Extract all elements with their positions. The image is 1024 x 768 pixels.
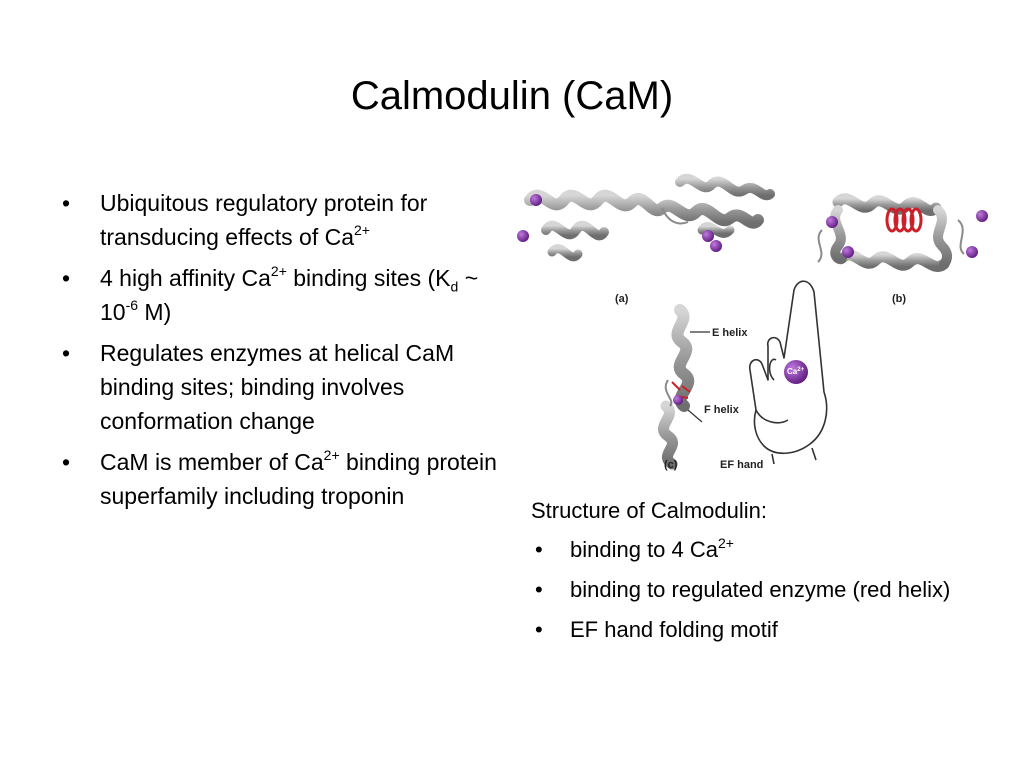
bullet-item: CaM is member of Ca2+ binding protein su… (62, 445, 507, 513)
bullet-item: Regulates enzymes at helical CaM binding… (62, 336, 507, 438)
caption-bullet-list: binding to 4 Ca2+ binding to regulated e… (531, 534, 971, 654)
bullet-item: 4 high affinity Ca2+ binding sites (Kd ~… (62, 261, 507, 329)
label-calcium-ion: Ca2+ (787, 367, 805, 376)
figure-caption-heading: Structure of Calmodulin: (531, 498, 767, 523)
panel-a-extended-cam (517, 173, 775, 262)
label-panel-c: (c) (664, 459, 678, 471)
label-f-helix: F helix (704, 404, 740, 416)
caption-item: EF hand folding motif (531, 614, 971, 646)
slide-title: Calmodulin (CaM) (350, 74, 674, 118)
bullet-item: Ubiquitous regulatory protein for transd… (62, 186, 507, 254)
calmodulin-structure-illustration: (a) (b) (517, 173, 988, 471)
label-e-helix: E helix (712, 327, 748, 339)
label-panel-a: (a) (615, 293, 629, 305)
calmodulin-structure-figure: (a) (b) (512, 160, 1002, 480)
label-ef-hand: EF hand (720, 459, 763, 471)
panel-c-ef-hand-ribbon (658, 304, 710, 470)
panel-b-compact-cam (817, 193, 988, 272)
label-panel-b: (b) (892, 293, 906, 305)
caption-item: binding to regulated enzyme (red helix) (531, 574, 971, 606)
caption-item: binding to 4 Ca2+ (531, 534, 971, 566)
left-bullet-list: Ubiquitous regulatory protein for transd… (62, 186, 507, 520)
